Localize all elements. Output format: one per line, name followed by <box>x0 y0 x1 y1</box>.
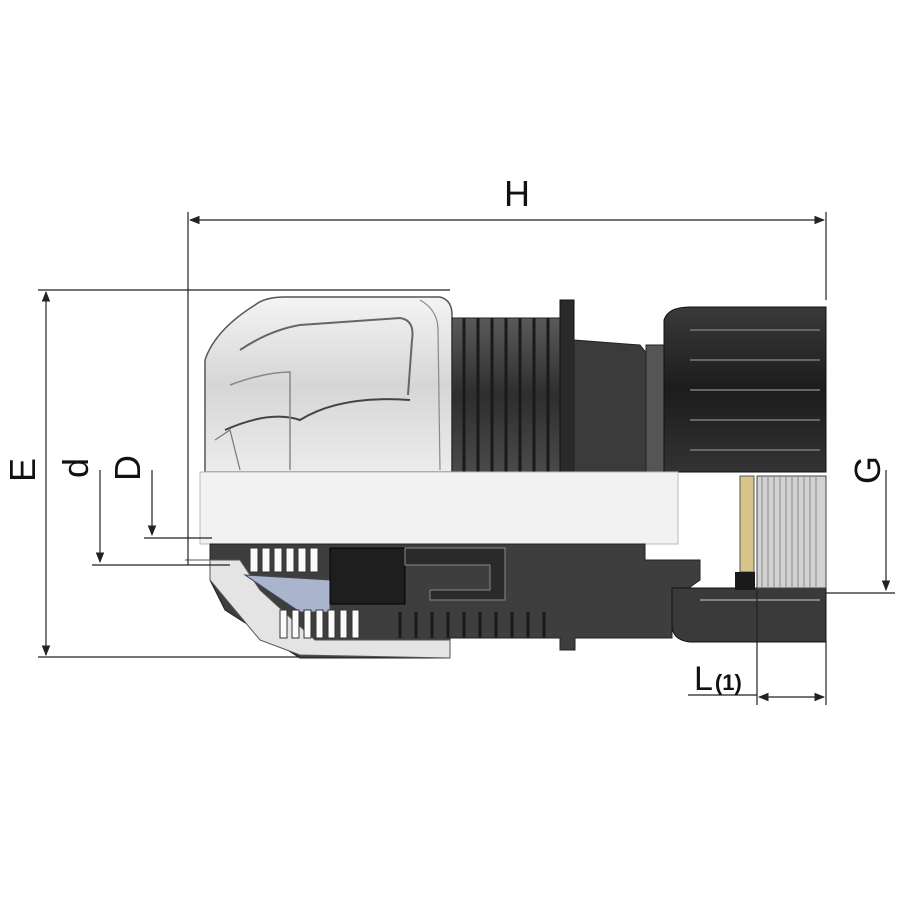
compression-cap <box>204 296 453 473</box>
gasket <box>739 475 755 573</box>
label-E: E <box>2 458 43 482</box>
label-L-sub: (1) <box>715 670 742 695</box>
label-G: G <box>847 456 888 484</box>
label-D: D <box>107 455 148 481</box>
label-L-main: L <box>694 660 713 698</box>
dimension-lines <box>38 212 895 705</box>
label-d: d <box>55 458 96 478</box>
fitting-body <box>185 296 827 659</box>
label-L: L(1) <box>694 660 742 698</box>
threaded-body <box>451 317 571 473</box>
pipe-bore <box>199 471 679 545</box>
label-H: H <box>504 173 530 214</box>
